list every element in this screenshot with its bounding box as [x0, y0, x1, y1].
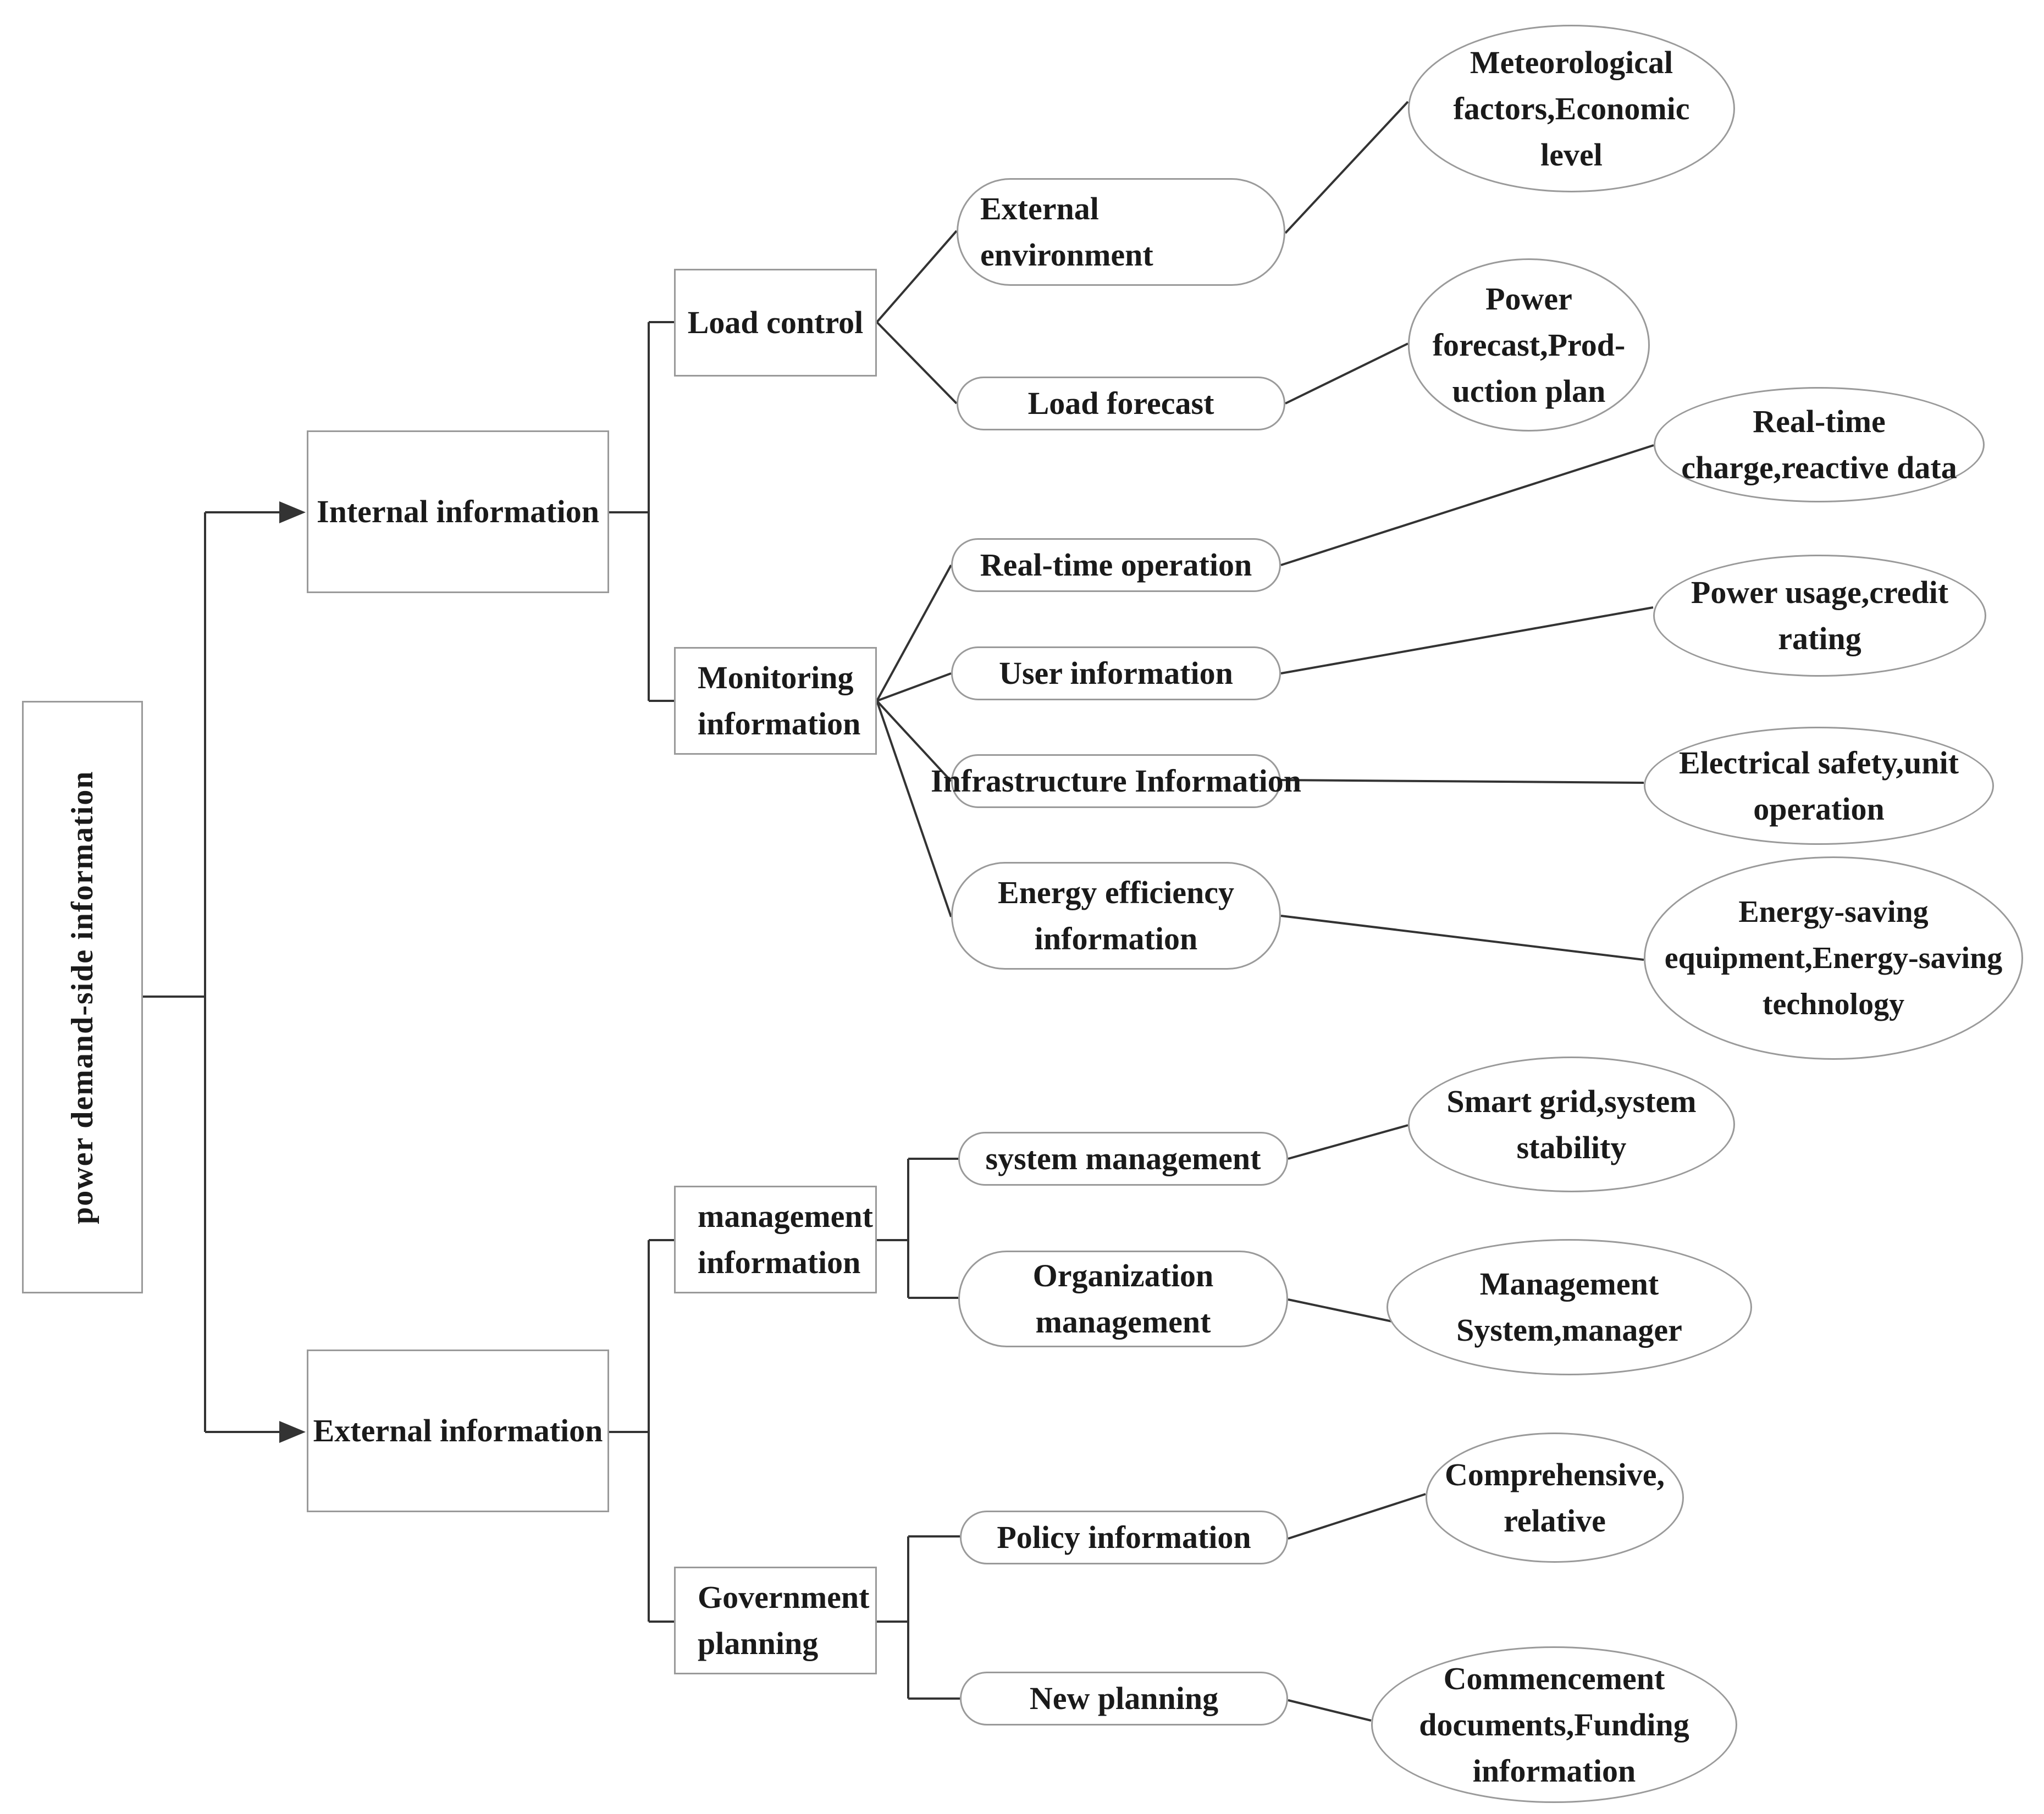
management-connector — [877, 1158, 958, 1299]
system-management-node: system management — [958, 1132, 1288, 1186]
new-planning-node: New planning — [960, 1672, 1288, 1725]
government-connector — [877, 1535, 960, 1700]
root-node: power demand-side information — [22, 701, 143, 1293]
user-to-detail — [1280, 606, 1654, 674]
newplan-to-detail — [1288, 1699, 1372, 1722]
electrical-safety-detail-node: Electrical safety,unit operation — [1644, 727, 1994, 845]
root-bracket-line — [143, 512, 206, 1432]
infrastructure-information-node: Infrastructure Information — [931, 754, 1301, 808]
internal-information-node: Internal information — [307, 430, 609, 593]
energy-efficiency-node: Energy efficiency information — [951, 862, 1281, 970]
infra-to-detail — [1280, 779, 1644, 784]
real-time-operation-node: Real-time operation — [951, 538, 1281, 592]
management-information-node: management information — [674, 1186, 877, 1293]
external-environment-node: External environment — [957, 178, 1285, 286]
management-system-detail-node: Management System,manager — [1386, 1239, 1752, 1375]
orgmgmt-to-detail — [1288, 1298, 1395, 1323]
government-planning-node: Government planning — [674, 1567, 877, 1674]
monitoring-connector — [876, 565, 952, 917]
ext-env-to-detail — [1284, 101, 1409, 234]
realtime-to-detail — [1280, 444, 1654, 566]
policy-to-detail — [1288, 1493, 1426, 1540]
comprehensive-detail-node: Comprehensive, relative — [1426, 1433, 1684, 1563]
load-control-node: Load control — [674, 269, 877, 377]
load-control-connector — [876, 230, 958, 405]
sysmgmt-to-detail — [1288, 1124, 1408, 1160]
organization-management-node: Organization management — [958, 1251, 1288, 1347]
real-time-charge-detail-node: Real-time charge,reactive data — [1654, 387, 1985, 502]
load-forecast-node: Load forecast — [957, 377, 1285, 430]
policy-information-node: Policy information — [960, 1511, 1288, 1564]
external-bracket-line — [609, 1239, 674, 1623]
meteorological-detail-node: Meteorological factors,Economic level — [1408, 25, 1735, 192]
energy-saving-detail-node: Energy-saving equipment,Energy-saving te… — [1644, 856, 2023, 1060]
internal-bracket-line — [609, 321, 674, 702]
load-forecast-to-detail — [1285, 342, 1408, 405]
user-information-node: User information — [951, 646, 1281, 700]
energy-to-detail — [1280, 915, 1644, 961]
commencement-detail-node: Commencement documents,Funding informati… — [1371, 1646, 1737, 1803]
smart-grid-detail-node: Smart grid,system stability — [1408, 1057, 1735, 1192]
power-forecast-detail-node: Power forecast,Prod- uction plan — [1408, 258, 1650, 432]
power-usage-detail-node: Power usage,credit rating — [1653, 555, 1986, 677]
monitoring-information-node: Monitoring information — [674, 647, 877, 755]
external-information-node: External information — [307, 1350, 609, 1512]
